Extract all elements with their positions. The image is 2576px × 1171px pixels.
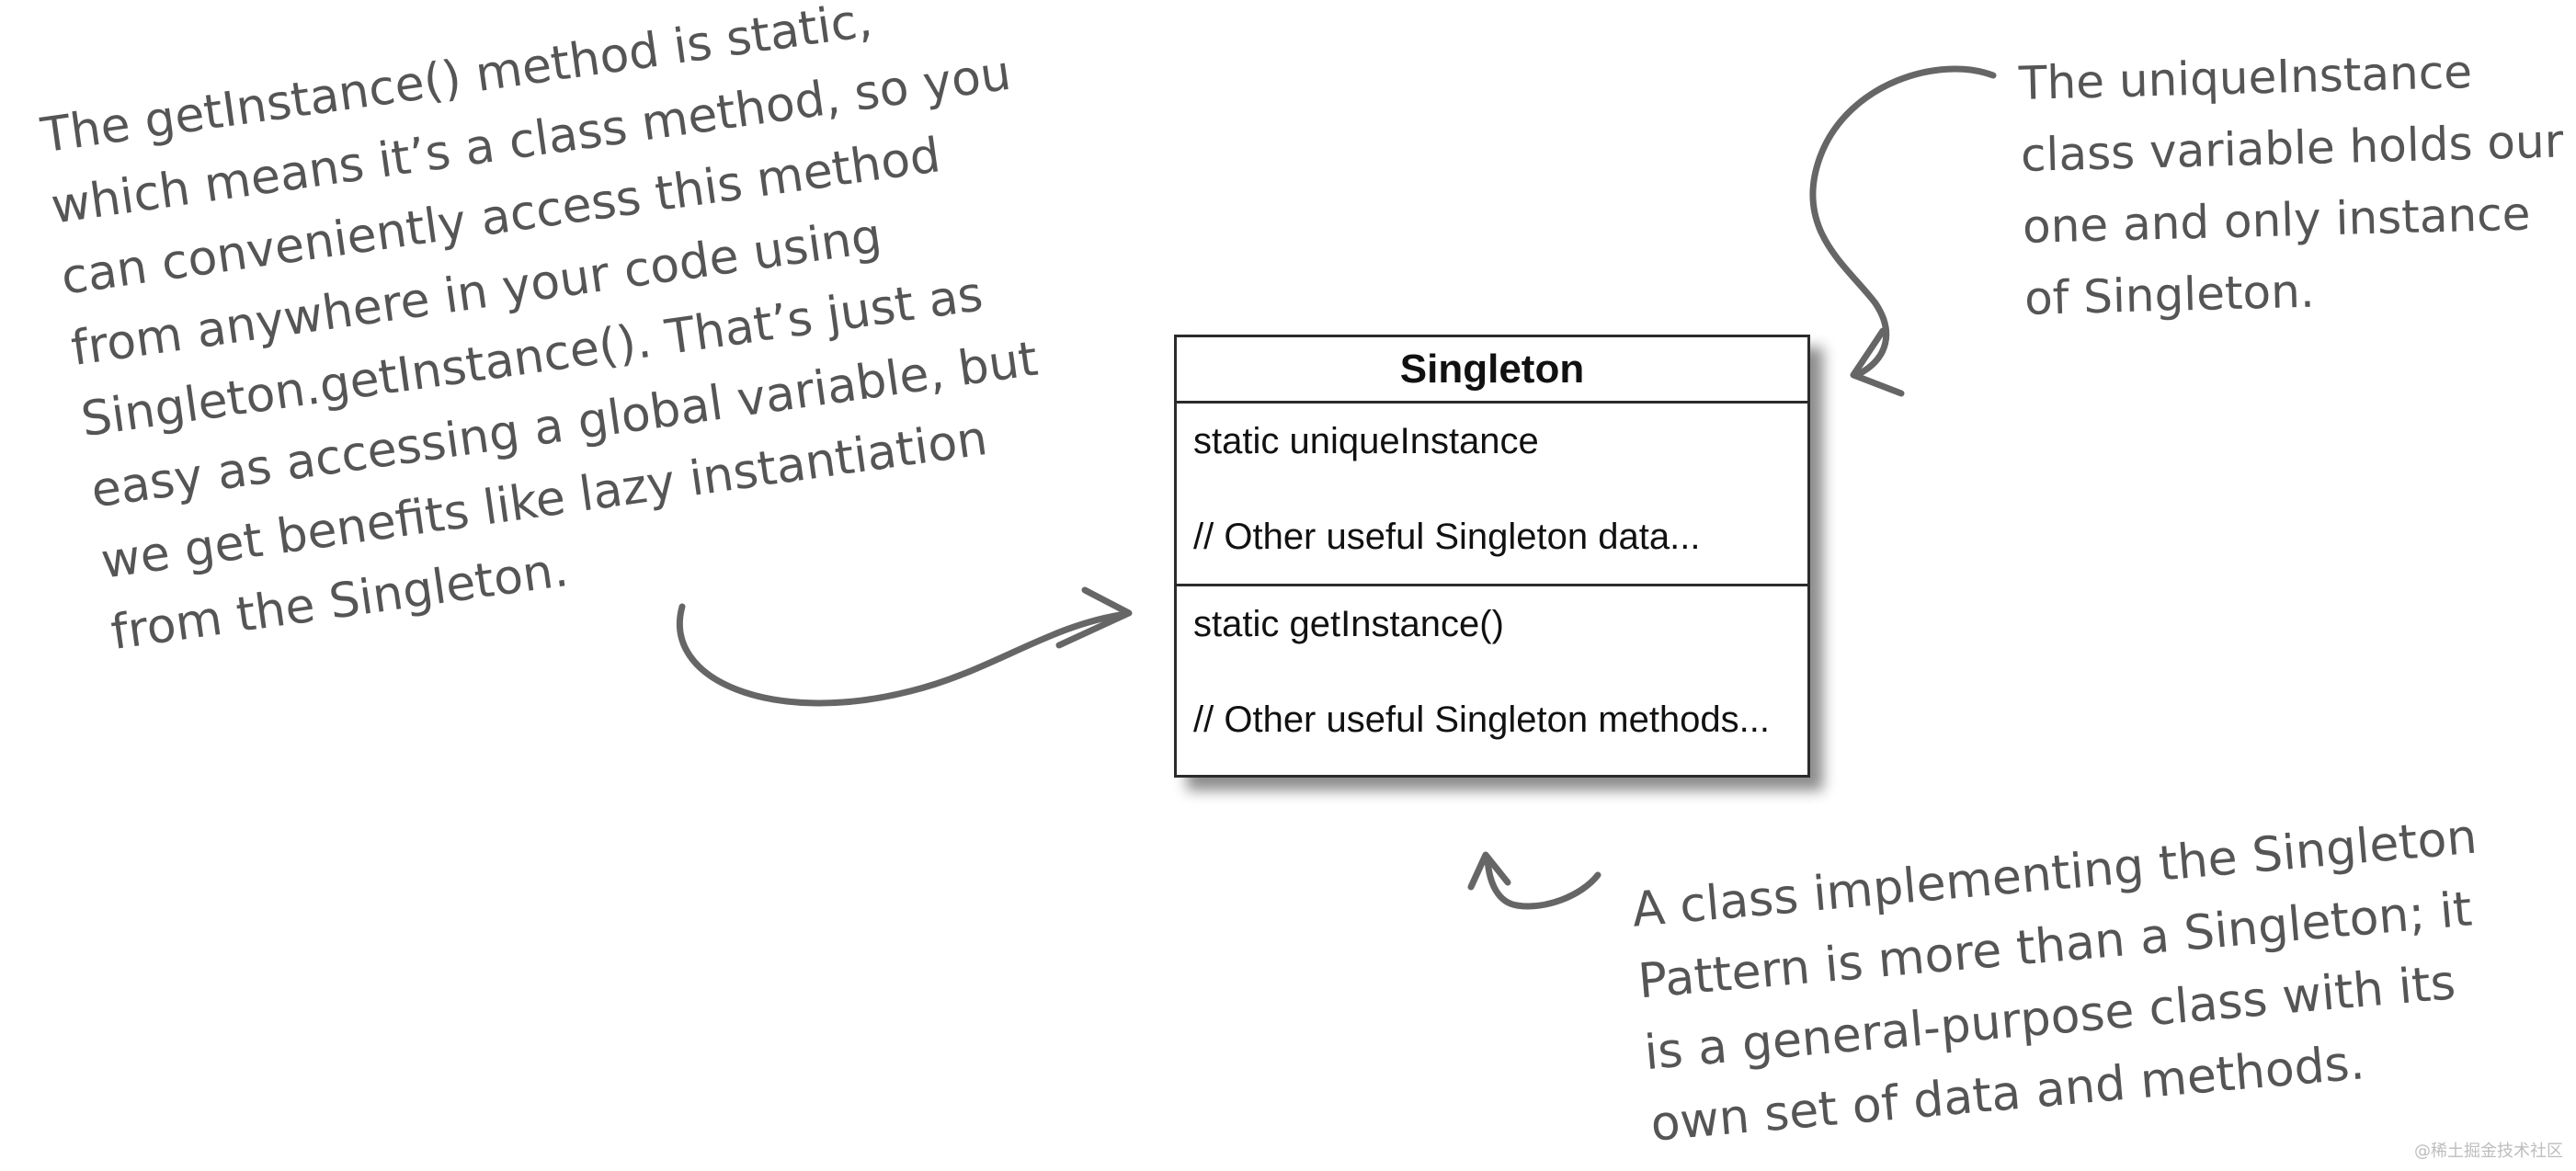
uml-attributes-section: static uniqueInstance // Other useful Si…: [1177, 404, 1807, 586]
uml-attribute: static uniqueInstance: [1193, 421, 1539, 461]
uml-class-box: Singleton static uniqueInstance // Other…: [1174, 335, 1810, 778]
uml-methods-section: static getInstance() // Other useful Sin…: [1177, 586, 1807, 775]
arrowhead-to-uniqueinstance: [1850, 327, 1905, 397]
uml-method: static getInstance(): [1193, 604, 1504, 644]
arrow-to-uniqueinstance: [1809, 65, 1997, 379]
note-general-purpose-class: A class implementing the Singleton Patte…: [1629, 802, 2499, 1161]
arrow-to-getinstance: [677, 603, 1130, 707]
arrow-to-class-box: [1484, 856, 1601, 910]
uml-class-name: Singleton: [1177, 337, 1807, 404]
note-line: one and only instance: [2022, 187, 2532, 254]
watermark: @稀土掘金技术社区: [2414, 1142, 2563, 1161]
note-getinstance-explanation: The getInstance() method is static, whic…: [37, 0, 1076, 669]
uml-attribute: // Other useful Singleton data...: [1193, 517, 1701, 557]
arrowhead-to-class-box: [1467, 851, 1511, 891]
uml-method: // Other useful Singleton methods...: [1193, 699, 1771, 740]
arrowhead-to-getinstance: [1055, 586, 1133, 649]
note-uniqueinstance-explanation: The uniqueInstance class variable holds …: [2018, 34, 2568, 335]
note-line: of Singleton.: [2023, 264, 2316, 325]
